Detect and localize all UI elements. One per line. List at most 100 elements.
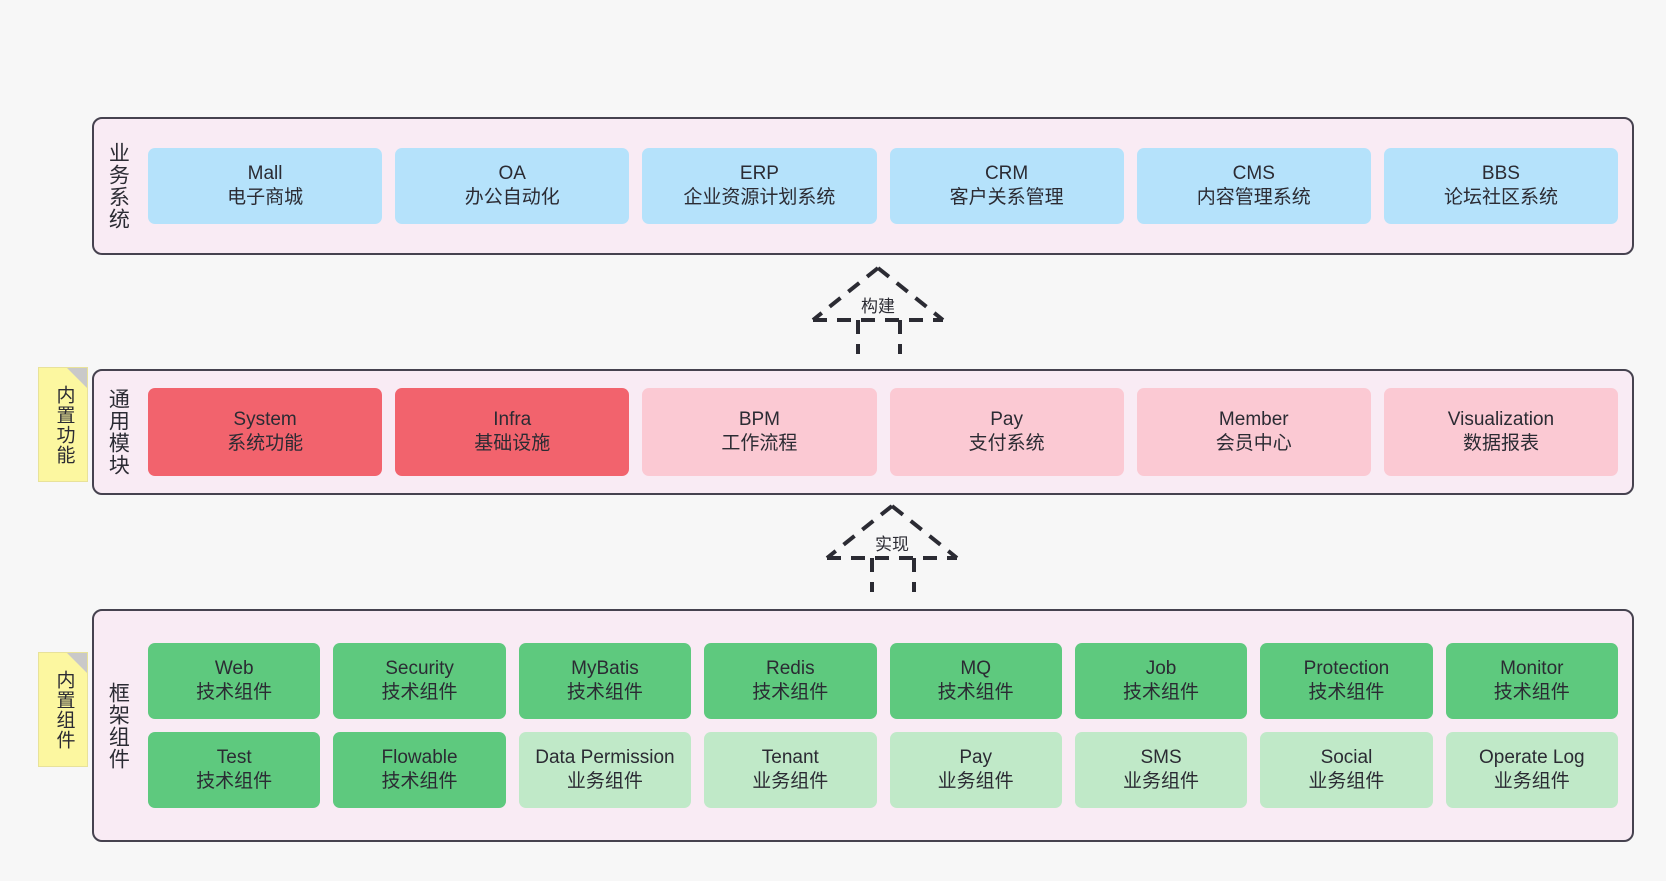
card-visualization[interactable]: Visualization 数据报表: [1383, 388, 1619, 476]
sticky-note-builtin-functions: 内置功能: [38, 367, 88, 482]
card-data-permission-desc: 业务组件: [566, 771, 643, 792]
card-bbs[interactable]: BBS 论坛社区系统: [1383, 148, 1619, 224]
card-visualization-desc: 数据报表: [1462, 433, 1539, 454]
card-flowable-name: Flowable: [381, 747, 458, 769]
layer-business-system-title: 业务系统: [106, 142, 130, 230]
card-operate-log[interactable]: Operate Log 业务组件: [1445, 732, 1618, 808]
card-test-desc: 技术组件: [196, 771, 273, 792]
card-infra-name: Infra: [493, 409, 532, 431]
connector-build-glyph: [811, 266, 945, 354]
card-oa[interactable]: OA 办公自动化: [395, 148, 630, 224]
card-mybatis-desc: 技术组件: [566, 682, 643, 703]
card-bpm-name: BPM: [738, 409, 781, 431]
card-oa-desc: 办公自动化: [464, 187, 560, 208]
card-data-permission[interactable]: Data Permission 业务组件: [518, 732, 692, 808]
card-erp-desc: 企业资源计划系统: [683, 187, 836, 208]
card-pay-component-name: Pay: [959, 747, 993, 769]
card-tenant-name: Tenant: [761, 747, 819, 769]
card-test[interactable]: Test 技术组件: [148, 732, 321, 808]
card-pay-module[interactable]: Pay 支付系统: [889, 388, 1124, 476]
card-flowable[interactable]: Flowable 技术组件: [333, 732, 506, 808]
card-monitor[interactable]: Monitor 技术组件: [1445, 643, 1618, 719]
layer-business-system-cards: Mall 电子商城 OA 办公自动化 ERP 企业资源计划系统 CRM 客户关系…: [140, 119, 1632, 253]
card-cms-desc: 内容管理系统: [1196, 187, 1311, 208]
card-visualization-name: Visualization: [1447, 409, 1555, 431]
card-member[interactable]: Member 会员中心: [1136, 388, 1371, 476]
layer-framework-components-cards: Web 技术组件 Security 技术组件 MyBatis 技术组件 Redi…: [140, 611, 1632, 840]
card-redis[interactable]: Redis 技术组件: [704, 643, 877, 719]
card-oa-name: OA: [498, 163, 526, 185]
sticky-fold-corner-icon-2: [67, 653, 87, 673]
card-operate-log-desc: 业务组件: [1493, 771, 1570, 792]
card-mall-name: Mall: [247, 163, 283, 185]
card-mybatis-name: MyBatis: [571, 658, 639, 680]
layer-business-system: 业务系统 Mall 电子商城 OA 办公自动化 ERP 企业资源计划系统 CRM…: [92, 117, 1634, 255]
card-pay-component[interactable]: Pay 业务组件: [889, 732, 1062, 808]
card-social-name: Social: [1320, 747, 1373, 769]
card-mall[interactable]: Mall 电子商城: [148, 148, 383, 224]
card-test-name: Test: [216, 747, 252, 769]
sticky-note-builtin-functions-label: 内置功能: [53, 384, 75, 465]
card-pay-component-desc: 业务组件: [937, 771, 1014, 792]
card-operate-log-name: Operate Log: [1478, 747, 1585, 769]
card-system-desc: 系统功能: [227, 433, 304, 454]
layer-common-modules-cards: System 系统功能 Infra 基础设施 BPM 工作流程 Pay 支付系统…: [140, 371, 1632, 493]
card-protection-desc: 技术组件: [1308, 682, 1385, 703]
card-infra-desc: 基础设施: [474, 433, 551, 454]
connector-build-label: 构建: [861, 297, 895, 316]
card-infra[interactable]: Infra 基础设施: [395, 388, 630, 476]
card-crm[interactable]: CRM 客户关系管理: [889, 148, 1124, 224]
card-protection[interactable]: Protection 技术组件: [1260, 643, 1433, 719]
sticky-note-builtin-components: 内置组件: [38, 652, 88, 767]
card-member-name: Member: [1218, 409, 1289, 431]
card-web-name: Web: [214, 658, 254, 680]
layer-framework-components-title: 框架组件: [106, 681, 130, 770]
connector-build: 构建: [783, 262, 973, 354]
card-job[interactable]: Job 技术组件: [1074, 643, 1248, 719]
card-system[interactable]: System 系统功能: [148, 388, 383, 476]
card-social-desc: 业务组件: [1308, 771, 1385, 792]
card-pay-module-name: Pay: [990, 409, 1023, 431]
layer-common-modules-title: 通用模块: [106, 388, 130, 476]
card-sms[interactable]: SMS 业务组件: [1074, 732, 1248, 808]
card-job-desc: 技术组件: [1123, 682, 1200, 703]
card-sms-name: SMS: [1140, 747, 1182, 769]
card-redis-name: Redis: [766, 658, 815, 680]
card-security[interactable]: Security 技术组件: [333, 643, 506, 719]
card-crm-desc: 客户关系管理: [949, 187, 1064, 208]
card-job-name: Job: [1145, 658, 1177, 680]
connector-implement: 实现: [797, 500, 987, 592]
card-web[interactable]: Web 技术组件: [148, 643, 321, 719]
card-mybatis[interactable]: MyBatis 技术组件: [518, 643, 692, 719]
card-protection-name: Protection: [1303, 658, 1390, 680]
card-tenant-desc: 业务组件: [752, 771, 829, 792]
card-bbs-desc: 论坛社区系统: [1443, 187, 1558, 208]
card-mq[interactable]: MQ 技术组件: [889, 643, 1062, 719]
card-sms-desc: 业务组件: [1123, 771, 1200, 792]
card-erp[interactable]: ERP 企业资源计划系统: [642, 148, 877, 224]
sticky-fold-corner-icon: [67, 368, 87, 388]
card-tenant[interactable]: Tenant 业务组件: [704, 732, 877, 808]
sticky-note-builtin-components-label: 内置组件: [53, 669, 75, 750]
card-cms-name: CMS: [1232, 163, 1275, 185]
card-social[interactable]: Social 业务组件: [1260, 732, 1433, 808]
layer-common-modules: 通用模块 System 系统功能 Infra 基础设施 BPM 工作流程 Pay…: [92, 369, 1634, 495]
connector-implement-label: 实现: [875, 535, 909, 554]
card-mq-desc: 技术组件: [937, 682, 1014, 703]
card-redis-desc: 技术组件: [752, 682, 829, 703]
card-member-desc: 会员中心: [1215, 433, 1292, 454]
framework-row-technical: Web 技术组件 Security 技术组件 MyBatis 技术组件 Redi…: [148, 643, 1618, 719]
card-bbs-name: BBS: [1481, 163, 1520, 185]
card-cms[interactable]: CMS 内容管理系统: [1136, 148, 1371, 224]
card-bpm[interactable]: BPM 工作流程: [642, 388, 877, 476]
connector-implement-glyph: [825, 504, 959, 592]
card-security-desc: 技术组件: [381, 682, 458, 703]
card-monitor-name: Monitor: [1500, 658, 1564, 680]
card-pay-module-desc: 支付系统: [968, 433, 1045, 454]
card-monitor-desc: 技术组件: [1493, 682, 1570, 703]
framework-row-business: Test 技术组件 Flowable 技术组件 Data Permission …: [148, 732, 1618, 808]
card-system-name: System: [233, 409, 297, 431]
card-security-name: Security: [385, 658, 454, 680]
card-crm-name: CRM: [984, 163, 1029, 185]
